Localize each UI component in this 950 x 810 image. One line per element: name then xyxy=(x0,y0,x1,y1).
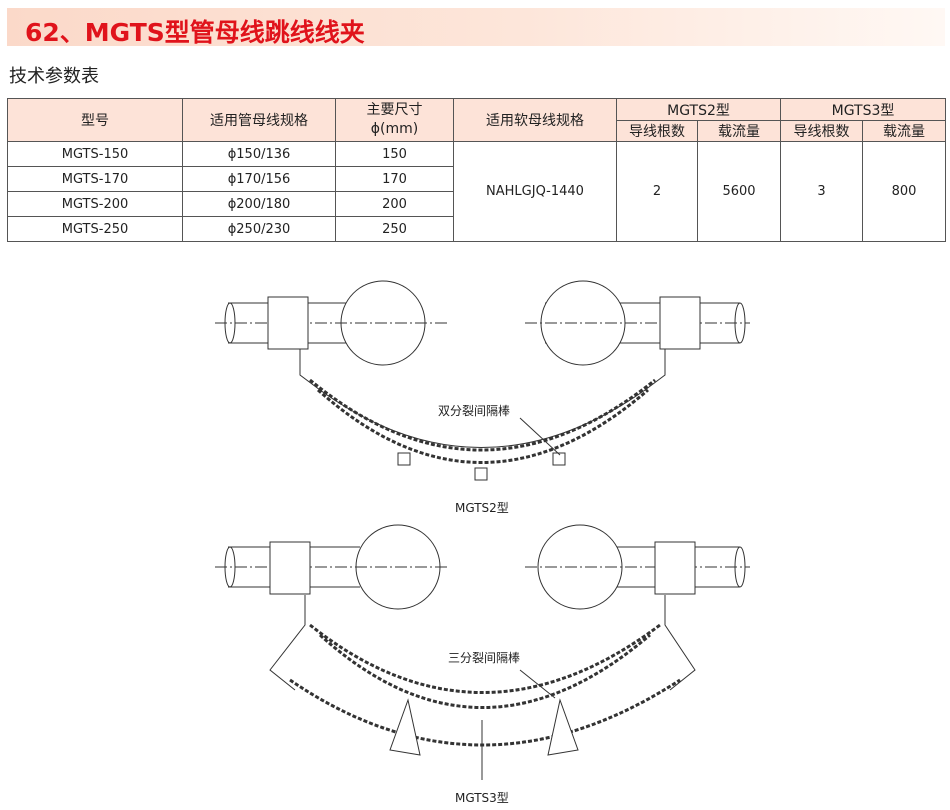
header-main-size-line1: 主要尺寸 xyxy=(366,102,423,118)
table-row: MGTS-250 ϕ250/230 250 xyxy=(7,216,946,242)
mgts3-spacer-label: 三分裂间隔棒 xyxy=(448,651,520,665)
cell-model: MGTS-170 xyxy=(7,166,183,192)
technical-drawing: 双分裂间隔棒 MGTS2型 三分裂间隔棒 MGTS3型 xyxy=(215,280,750,805)
header-main-size: 主要尺寸 ϕ(mm) xyxy=(335,98,454,142)
cell-mgts2-wires: 2 xyxy=(616,141,698,242)
mgts3-drawing xyxy=(215,524,750,780)
table-row: MGTS-170 ϕ170/156 170 xyxy=(7,166,946,192)
mgts2-spacer-label: 双分裂间隔棒 xyxy=(438,404,510,418)
header-mgts2-wires: 导线根数 xyxy=(616,120,698,142)
mgts2-drawing xyxy=(215,280,750,481)
section-heading: 技术参数表 xyxy=(9,66,99,87)
header-mgts3-wires: 导线根数 xyxy=(780,120,863,142)
cell-tube: ϕ150/136 xyxy=(182,141,336,167)
header-mgts3-current: 载流量 xyxy=(862,120,946,142)
cell-model: MGTS-250 xyxy=(7,216,183,242)
mgts3-caption: MGTS3型 xyxy=(455,791,509,805)
cell-soft-spec: NAHLGJQ-1440 xyxy=(453,141,617,242)
header-tube-spec: 适用管母线规格 xyxy=(182,98,336,142)
cell-model: MGTS-150 xyxy=(7,141,183,167)
cell-size: 170 xyxy=(335,166,454,192)
cell-size: 250 xyxy=(335,216,454,242)
header-mgts2-current: 载流量 xyxy=(697,120,781,142)
cell-tube: ϕ170/156 xyxy=(182,166,336,192)
table-row: MGTS-200 ϕ200/180 200 xyxy=(7,191,946,217)
cell-model: MGTS-200 xyxy=(7,191,183,217)
header-model: 型号 xyxy=(7,98,183,142)
mgts2-caption: MGTS2型 xyxy=(455,501,509,515)
title-bar: 62、MGTS型管母线跳线线夹 xyxy=(7,8,945,47)
header-mgts3: MGTS3型 xyxy=(780,98,946,121)
header-soft-spec: 适用软母线规格 xyxy=(453,98,617,142)
cell-size: 200 xyxy=(335,191,454,217)
cell-mgts3-current: 800 xyxy=(862,141,946,242)
table-row: MGTS-150 ϕ150/136 150 NAHLGJQ-1440 2 560… xyxy=(7,141,946,242)
header-main-size-line2: ϕ(mm) xyxy=(370,121,419,137)
page-title: 62、MGTS型管母线跳线线夹 xyxy=(25,18,365,47)
spec-table: 型号 适用管母线规格 主要尺寸 ϕ(mm) 适用软母线规格 MGTS2型 MGTS… xyxy=(7,98,946,242)
cell-size: 150 xyxy=(335,141,454,167)
header-mgts2: MGTS2型 xyxy=(616,98,781,121)
cell-tube: ϕ250/230 xyxy=(182,216,336,242)
cell-tube: ϕ200/180 xyxy=(182,191,336,217)
cell-mgts3-wires: 3 xyxy=(780,141,863,242)
cell-mgts2-current: 5600 xyxy=(697,141,781,242)
